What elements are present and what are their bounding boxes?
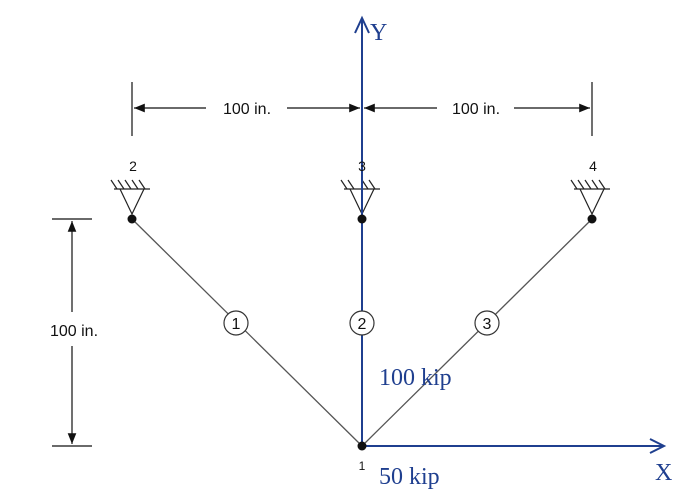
- x-axis-arrowhead: [649, 438, 667, 454]
- element-3-label: 3: [474, 310, 500, 336]
- node-2-label: 2: [129, 158, 137, 174]
- horizontal-load-label: 50 kip: [379, 464, 440, 490]
- dimension-right-span: 100 in.: [452, 101, 500, 118]
- node-4-label: 4: [589, 158, 597, 174]
- support-node-2: [110, 179, 150, 216]
- svg-text:1: 1: [232, 316, 241, 333]
- svg-text:3: 3: [483, 316, 492, 333]
- dimension-left-span: 100 in.: [223, 101, 271, 118]
- svg-text:2: 2: [358, 316, 367, 333]
- node-4-dot: [587, 214, 597, 224]
- dimension-height: 100 in.: [50, 323, 98, 340]
- member-3-line: [361, 218, 593, 447]
- node-2-dot: [127, 214, 137, 224]
- node-1-label: 1: [359, 459, 366, 473]
- element-2-label: 2: [349, 310, 375, 336]
- member-1-line: [131, 218, 363, 447]
- y-axis-arrowhead: [354, 15, 370, 34]
- support-node-4: [570, 179, 610, 216]
- vertical-load-label: 100 kip: [379, 365, 452, 391]
- node-3-label: 3: [358, 158, 366, 174]
- vertical-dimension: [52, 218, 92, 447]
- horizontal-dimension: [131, 82, 593, 136]
- x-axis-label: X: [655, 460, 672, 486]
- coordinate-axes: [354, 15, 667, 454]
- y-axis-label: Y: [370, 20, 387, 46]
- node-1-dot: [357, 441, 367, 451]
- support-node-3: [340, 179, 380, 216]
- element-1-label: 1: [223, 310, 249, 336]
- node-3-dot: [357, 214, 367, 224]
